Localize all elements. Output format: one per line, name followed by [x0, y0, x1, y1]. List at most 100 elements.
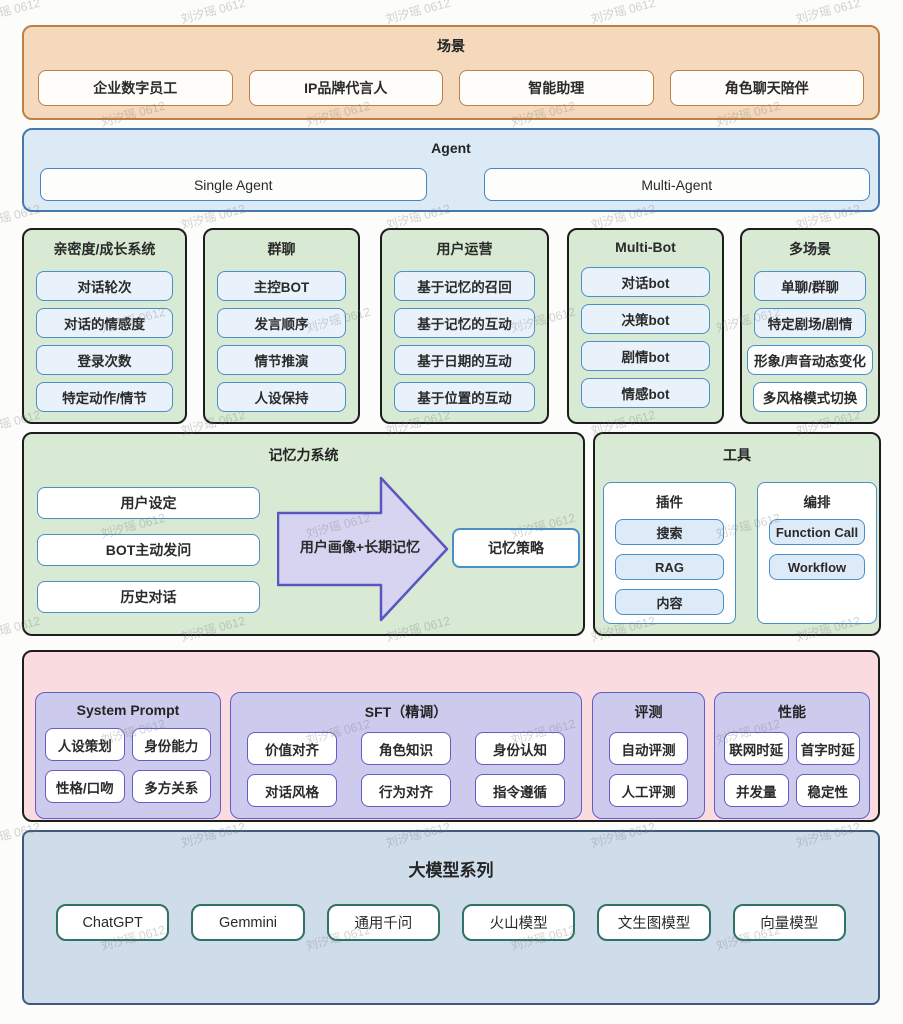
training-item: 身份认知 [475, 732, 565, 765]
watermark-text: 刘汐瑶 0612 [589, 0, 657, 27]
orchestration-title: 编排 [803, 495, 831, 510]
model-item: 向量模型 [732, 904, 846, 941]
capabilities-section: 亲密度/成长系统 对话轮次 对话的情感度 登录次数 特定动作/情节 群聊 主控B… [22, 228, 880, 424]
model-item: Gemmini [191, 904, 305, 941]
performance-panel: 性能 联网时延 首字时延 并发量 稳定性 [714, 692, 870, 819]
capability-column-intimacy: 亲密度/成长系统 对话轮次 对话的情感度 登录次数 特定动作/情节 [22, 228, 187, 424]
capability-item: 基于记忆的互动 [394, 308, 535, 338]
column-title: 亲密度/成长系统 [53, 241, 156, 257]
memory-title: 记忆力系统 [268, 447, 339, 463]
training-item: 对话风格 [247, 774, 337, 807]
memory-strategy-box: 记忆策略 [452, 528, 580, 568]
plugin-item: 内容 [615, 589, 724, 615]
capability-item: 基于记忆的召回 [394, 271, 535, 301]
memory-section: 记忆力系统 用户设定 BOT主动发问 历史对话 用户画像+长期记忆 记忆策略 [22, 432, 585, 636]
column-title: 用户运营 [436, 241, 493, 257]
agent-row: Single Agent Multi-Agent [24, 156, 878, 201]
training-item: 自动评测 [609, 732, 688, 765]
training-item: 人设策划 [45, 728, 125, 761]
agent-item: Single Agent [40, 168, 427, 201]
capability-item: 人设保持 [217, 382, 346, 412]
capability-item: 登录次数 [36, 345, 173, 375]
capability-item: 多风格模式切换 [753, 382, 867, 412]
scene-item: 企业数字员工 [38, 70, 233, 106]
capability-item: 发言顺序 [217, 308, 346, 338]
capability-item: 情感bot [581, 378, 710, 408]
capability-item: 单聊/群聊 [754, 271, 866, 301]
training-item: 人工评测 [609, 774, 688, 807]
capability-item: 对话轮次 [36, 271, 173, 301]
arrow-label: 用户画像+长期记忆 [299, 539, 421, 555]
training-item: 价值对齐 [247, 732, 337, 765]
capability-item: 特定剧场/剧情 [754, 308, 866, 338]
watermark-text: 刘汐瑶 0612 [179, 0, 247, 27]
watermark-text: 刘汐瑶 0612 [794, 0, 862, 27]
scene-item: IP品牌代言人 [248, 70, 443, 106]
column-title: Multi-Bot [615, 239, 676, 255]
memory-source: BOT主动发问 [37, 534, 260, 566]
system-prompt-panel: System Prompt 人设策划 身份能力 性格/口吻 多方关系 [35, 692, 221, 819]
scene-title: 场景 [437, 38, 465, 54]
panel-title: 评测 [634, 704, 663, 720]
column-title: 群聊 [267, 241, 296, 257]
plugins-panel: 插件 搜索 RAG 内容 [603, 482, 736, 624]
agent-item: Multi-Agent [483, 168, 870, 201]
column-title: 多场景 [789, 241, 831, 257]
panel-grid: 人设策划 身份能力 性格/口吻 多方关系 [36, 718, 220, 803]
capability-item: 剧情bot [581, 341, 710, 371]
panel-title: 性能 [778, 704, 806, 720]
training-item: 稳定性 [795, 774, 860, 807]
memory-source: 用户设定 [37, 487, 260, 519]
capability-item: 决策bot [581, 304, 710, 334]
capability-item: 情节推演 [217, 345, 346, 375]
training-item: 行为对齐 [361, 774, 451, 807]
plugins-title: 插件 [656, 495, 683, 510]
plugin-item: RAG [615, 554, 724, 580]
capability-item: 基于位置的互动 [394, 382, 535, 412]
orchestration-item: Workflow [769, 554, 865, 580]
capability-item: 对话的情感度 [36, 308, 173, 338]
training-item: 多方关系 [131, 770, 211, 803]
scene-section: 场景 企业数字员工 IP品牌代言人 智能助理 角色聊天陪伴 [22, 25, 880, 120]
panel-title: SFT（精调） [364, 704, 448, 720]
training-item: 指令遵循 [475, 774, 565, 807]
orchestration-panel: 编排 Function Call Workflow [757, 482, 877, 624]
training-item: 性格/口吻 [45, 770, 125, 803]
capability-item: 基于日期的互动 [394, 345, 535, 375]
evaluation-panel: 评测 自动评测 人工评测 [592, 692, 705, 819]
sft-panel: SFT（精调） 价值对齐 角色知识 身份认知 对话风格 行为对齐 指令遵循 [230, 692, 582, 819]
plugin-item: 搜索 [615, 519, 724, 545]
agent-section: Agent Single Agent Multi-Agent [22, 128, 880, 212]
panel-grid: 价值对齐 角色知识 身份认知 对话风格 行为对齐 指令遵循 [231, 722, 581, 807]
orchestration-item: Function Call [769, 519, 865, 545]
training-item: 联网时延 [724, 732, 789, 765]
panel-title: System Prompt [76, 702, 180, 718]
watermark-text: 刘汐瑶 0612 [384, 0, 452, 27]
model-item: 火山模型 [461, 904, 576, 941]
panel-grid: 自动评测 人工评测 [593, 722, 704, 807]
scene-row: 企业数字员工 IP品牌代言人 智能助理 角色聊天陪伴 [24, 56, 878, 106]
scene-item: 角色聊天陪伴 [669, 70, 864, 106]
training-section: System Prompt 人设策划 身份能力 性格/口吻 多方关系 SFT（精… [22, 650, 880, 822]
model-item: 通用千问 [326, 904, 440, 941]
arrow-right-shape [276, 470, 449, 628]
watermark-text: 刘汐瑶 0612 [0, 0, 42, 27]
model-item: ChatGPT [56, 904, 170, 941]
capability-item: 特定动作/情节 [36, 382, 173, 412]
memory-source: 历史对话 [37, 581, 260, 613]
training-item: 身份能力 [131, 728, 211, 761]
training-item: 角色知识 [361, 732, 451, 765]
tools-title: 工具 [723, 447, 751, 463]
capability-column-user-ops: 用户运营 基于记忆的召回 基于记忆的互动 基于日期的互动 基于位置的互动 [380, 228, 549, 424]
capability-column-groupchat: 群聊 主控BOT 发言顺序 情节推演 人设保持 [203, 228, 360, 424]
capability-column-multiscene: 多场景 单聊/群聊 特定剧场/剧情 形象/声音动态变化 多风格模式切换 [740, 228, 880, 424]
scene-item: 智能助理 [459, 70, 654, 106]
agent-title: Agent [431, 140, 471, 156]
training-item: 首字时延 [795, 732, 860, 765]
capability-column-multibot: Multi-Bot 对话bot 决策bot 剧情bot 情感bot [567, 228, 724, 424]
capability-item: 对话bot [581, 267, 710, 297]
panel-grid: 联网时延 首字时延 并发量 稳定性 [715, 722, 869, 807]
models-section: 大模型系列 ChatGPT Gemmini 通用千问 火山模型 文生图模型 向量… [22, 830, 880, 1005]
training-item: 并发量 [724, 774, 789, 807]
